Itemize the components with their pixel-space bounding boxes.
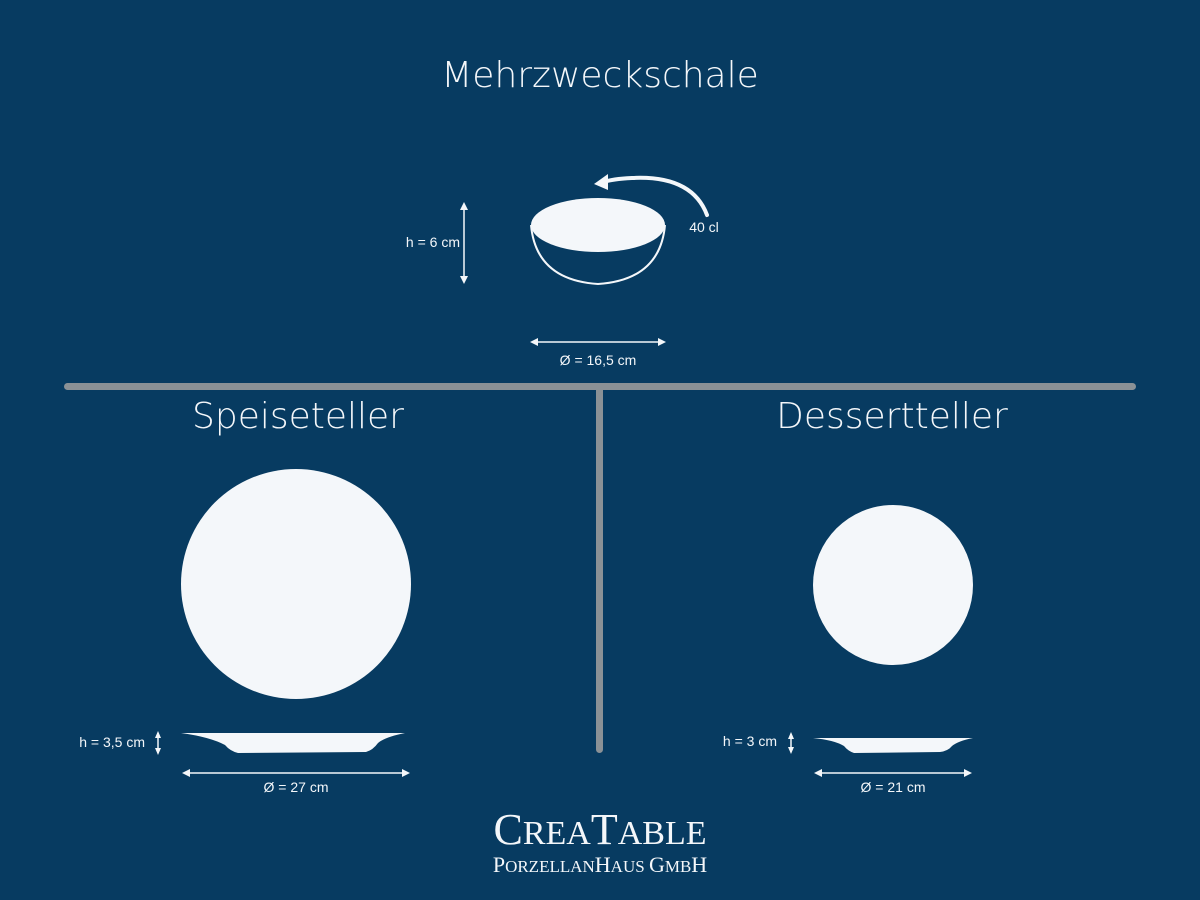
dessert-plate-diameter-label: Ø = 21 cm: [860, 779, 926, 795]
bowl-height-arrow-icon: [460, 202, 468, 284]
brand-subtitle: PORZELLANHAUS GMBH: [492, 852, 708, 877]
dessert-plate-height-arrow-icon: [788, 732, 794, 754]
dinner-plate-top-view: [181, 469, 411, 699]
dinner-plate-side-view: [181, 733, 405, 753]
dessert-plate-title: Dessertteller: [776, 396, 1008, 437]
dinner-plate-diameter-label: Ø = 27 cm: [263, 779, 329, 795]
bowl-height-label: h = 6 cm: [405, 234, 460, 250]
dessert-plate-height-label: h = 3 cm: [722, 733, 777, 749]
bowl-diameter-arrow-icon: [530, 338, 666, 346]
brand-logo: CREATABLE PORZELLANHAUS GMBH: [450, 808, 750, 876]
dessert-plate-side-view: [813, 738, 973, 753]
bowl-title: Mehrzweckschale: [441, 55, 759, 96]
dessert-plate-top-view: [813, 505, 973, 665]
dinner-plate-diameter-arrow-icon: [182, 769, 410, 777]
dessert-plate-diameter-arrow-icon: [814, 769, 972, 777]
bowl-illustration: [530, 198, 666, 286]
dinner-plate-height-arrow-icon: [155, 731, 161, 755]
volume-arrow-icon: [594, 174, 709, 217]
vertical-divider: [596, 383, 603, 753]
bowl-diameter-label: Ø = 16,5 cm: [559, 352, 637, 368]
bowl-volume-label: 40 cl: [689, 219, 719, 235]
brand-name: CREATABLE: [493, 805, 707, 854]
dinner-plate-title: Speiseteller: [192, 396, 404, 437]
dinner-plate-height-label: h = 3,5 cm: [79, 734, 145, 750]
